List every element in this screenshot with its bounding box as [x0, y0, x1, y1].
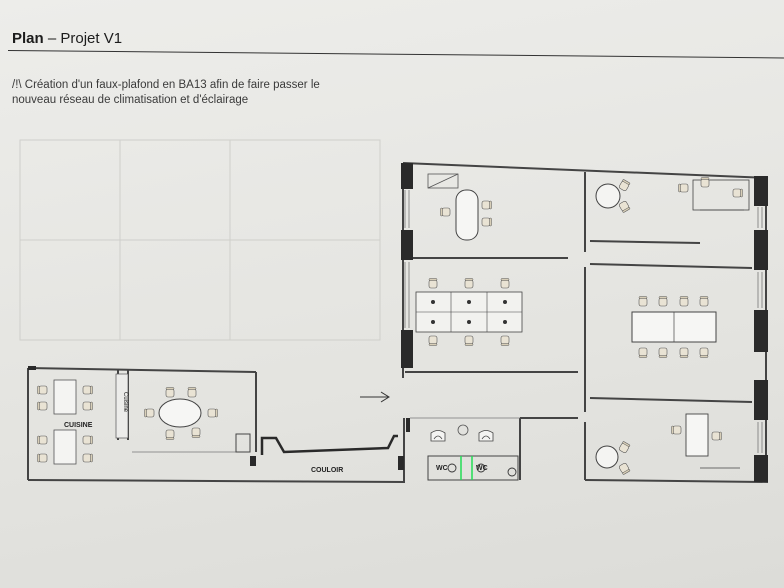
- corridor: [260, 434, 398, 455]
- kitchen: [37, 373, 129, 465]
- windows: [404, 190, 763, 453]
- office-bottom-right: [595, 413, 740, 476]
- title-rest: – Projet V1: [43, 30, 123, 47]
- corridor-label: COULOIR: [311, 467, 343, 474]
- faded-old-plan: [19, 139, 381, 341]
- office-top-right: [595, 177, 750, 214]
- left-pillar: [28, 366, 36, 370]
- kitchen-label: CUISINE: [64, 422, 93, 429]
- ceiling-note: /!\ Création d'un faux-plafond en BA13 a…: [12, 78, 412, 108]
- wc-label-2: WC: [476, 465, 488, 472]
- small-meeting-room: [132, 387, 251, 453]
- kitchen-unit-label: Cuisine: [122, 392, 128, 413]
- wc-label-1: WC: [436, 465, 448, 472]
- title-bold: Plan: [12, 30, 44, 47]
- office-top-left: [427, 173, 492, 241]
- corridor-pillars: [250, 456, 404, 470]
- note-line-1: /!\ Création d'un faux-plafond en BA13 a…: [12, 79, 320, 91]
- right-block-pillars: [401, 163, 768, 482]
- entrance-arrow-icon: [360, 391, 390, 403]
- open-space: [415, 278, 523, 346]
- entrance-area: [403, 417, 520, 482]
- meeting-room: [631, 296, 717, 358]
- page-title: Plan – Projet V1: [12, 30, 122, 47]
- note-line-2: nouveau réseau de climatisation et d'écl…: [12, 94, 249, 106]
